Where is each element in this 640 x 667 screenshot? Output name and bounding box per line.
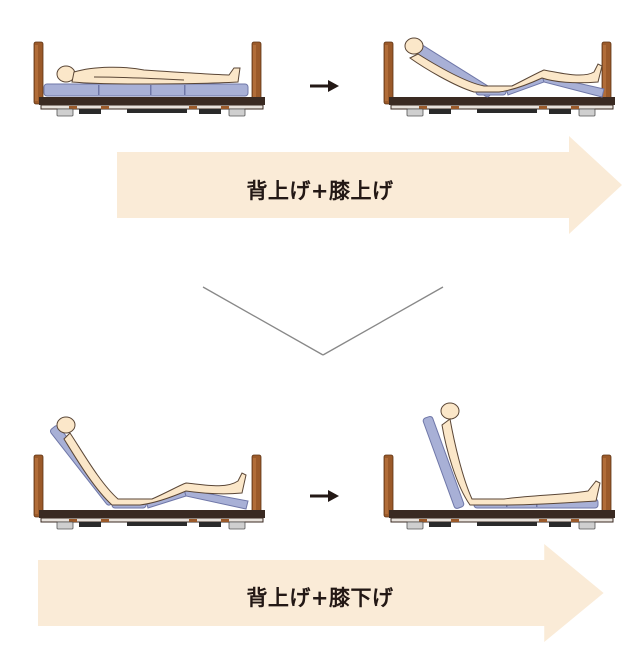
person-lying: [56, 65, 241, 85]
bed-flat: [33, 41, 266, 117]
person-reclined: [404, 37, 603, 93]
person-reclined-2: [56, 416, 247, 506]
divider-v: [202, 286, 444, 356]
transition-arrow-1: [308, 78, 341, 94]
step-label-back-up-knee-down: 背上げ+膝下げ: [246, 586, 394, 610]
step-label-back-up-knee-up: 背上げ+膝上げ: [246, 179, 394, 203]
transition-arrow-2: [308, 488, 341, 504]
bed-back-up-knee-down: [383, 402, 616, 530]
person-sitting: [440, 402, 601, 506]
bed-back-up-knee-up-2: [33, 416, 266, 530]
bed-back-up-knee-up: [383, 37, 616, 117]
